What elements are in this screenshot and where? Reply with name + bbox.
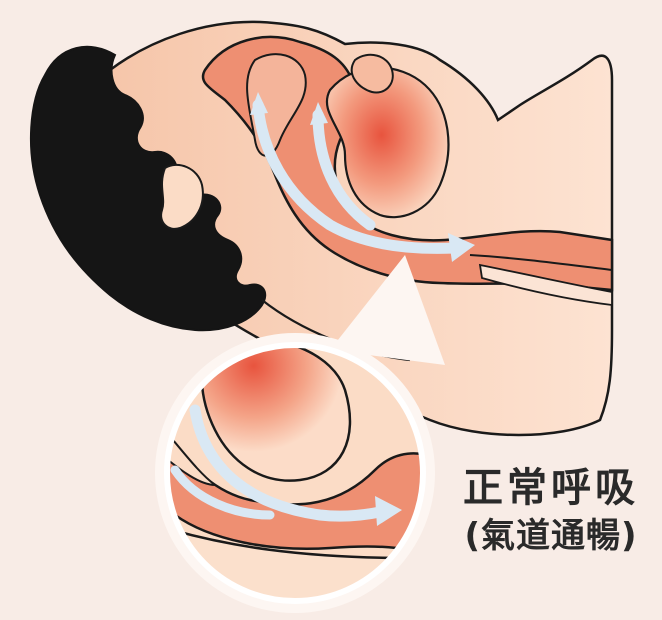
caption-subtitle: (氣道通暢) xyxy=(440,514,662,558)
caption: 正常呼吸 (氣道通暢) xyxy=(440,462,662,558)
caption-title: 正常呼吸 xyxy=(440,462,662,514)
